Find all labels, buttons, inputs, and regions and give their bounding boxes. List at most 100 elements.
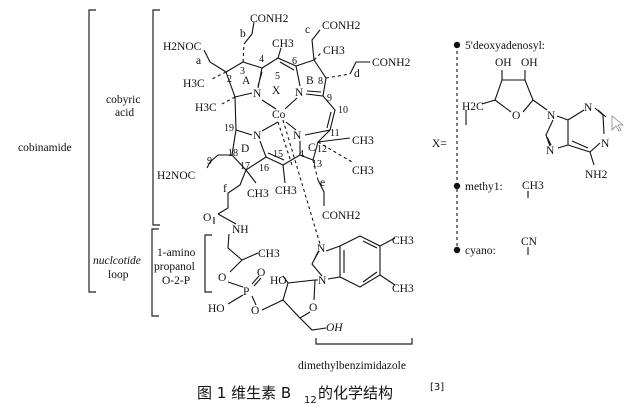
d-label: d [354,68,360,80]
bond-line [465,70,548,125]
bond-line [277,119,321,245]
ch3-label: CH3 [275,185,297,197]
n18-label: 18 [228,148,238,159]
n-label: N [253,130,262,142]
conh2-label: CONH2 [322,210,361,222]
o-label: O [512,110,520,122]
a-label: a [196,55,201,67]
conh2-label: CONH2 [322,20,361,32]
cyano-label: cyano: [465,245,496,257]
cobyric-acid-bracket [152,9,160,226]
atom-labels: CONH2 b H2NOC a H3C H3C CH3 2 3 A 4 5 6 … [157,13,414,334]
brackets [88,9,413,345]
x-label: X [272,85,281,97]
bond-line [325,235,396,288]
ch3-label: CH3 [392,235,414,247]
bond-line [349,61,370,75]
ringB-label: B [306,75,314,87]
x-eq-label: X= [432,138,447,150]
bond-line [209,71,236,105]
subscript-label: 12 [304,395,317,406]
aminopropanol-bracket [204,234,212,293]
ch3-label: CH3 [352,165,374,177]
bond-line [317,179,325,206]
nucleotide-loop-bracket [151,228,159,317]
cobinamide-label: cobinamide [18,142,72,154]
o2p-label: O-2-P [162,275,190,287]
x-ligand-legend [453,41,625,255]
n12-label: 12 [317,144,327,155]
bond-line [261,97,298,132]
bond-line [317,137,351,143]
n6-label: 6 [292,56,297,67]
bond-line [242,43,245,63]
bond-line [545,107,607,166]
n17-label: 17 [240,161,250,172]
legend-labels: X= 5'deoxyadenosyl: OH OH H2C O N N N N … [432,40,610,257]
o-label: O [251,305,259,317]
bond-line [227,275,262,306]
n-label: N [317,243,326,255]
dmb-bracket [315,338,413,345]
mouse-cursor-icon [611,115,625,132]
n19-label: 19 [224,123,234,134]
conh2-label: CONH2 [372,57,411,69]
figure-caption: 图 1 维生素 B 12 的化学结构 [3] [197,382,444,406]
amino-label: 1-amino [157,247,196,259]
h3c-label: H3C [195,102,217,114]
bullet-icon [453,182,461,190]
bond-line [243,21,255,45]
prefix-label: 图 1 维生素 B [197,384,291,402]
h2noc-label: H2NOC [163,41,202,53]
n-label: N [601,138,610,150]
ch3-label: CH3 [352,135,374,147]
bond-line [261,275,327,331]
o-label: O [309,302,317,314]
oh-label: OH [495,57,512,69]
n16-label: 16 [259,163,269,174]
bond-line [311,29,321,61]
ch3-label: CH3 [522,180,544,192]
conh2-label: CONH2 [250,13,289,25]
nh2-label: NH2 [585,169,608,181]
f-label: f [223,183,227,195]
bond-line [259,140,301,184]
n15-label: 15 [273,149,283,160]
n-label: N [547,110,556,122]
oh-label: OH [326,322,343,334]
cobinamide-bracket [88,9,96,293]
bond-line [213,213,259,273]
ch3-label: CH3 [258,248,280,260]
n-label: N [584,102,593,114]
ho-label: HO [208,303,225,315]
ringC-label: C [308,142,316,154]
methyl-label: methy1: [465,181,503,193]
n-label: N [295,87,304,99]
b-label: b [240,28,246,40]
o-label: O [203,212,211,224]
n13-label: 13 [312,159,322,170]
c-label: c [305,24,310,36]
n5-label: 5 [275,71,280,82]
ch3-label: CH3 [247,188,269,200]
corrin-bonds [203,21,370,245]
n9-label: 9 [327,93,332,104]
bond-line [217,169,257,215]
suffix-label: 的化学结构 [318,384,393,402]
bond-line [311,250,323,281]
bond-line [261,47,301,87]
n-label: N [546,145,555,157]
nucleotide-label: nuclcotide [93,255,141,267]
co-label: Co [272,109,286,121]
ch3-label: CH3 [272,38,294,50]
n-label: N [318,275,327,287]
bullet-icon [453,246,461,254]
ho-label: HO [270,275,287,287]
bond-line [313,51,351,79]
o-label: O [257,267,265,279]
oh-label: OH [521,57,538,69]
ringA-label: A [242,75,251,87]
o-label: O [218,272,226,284]
